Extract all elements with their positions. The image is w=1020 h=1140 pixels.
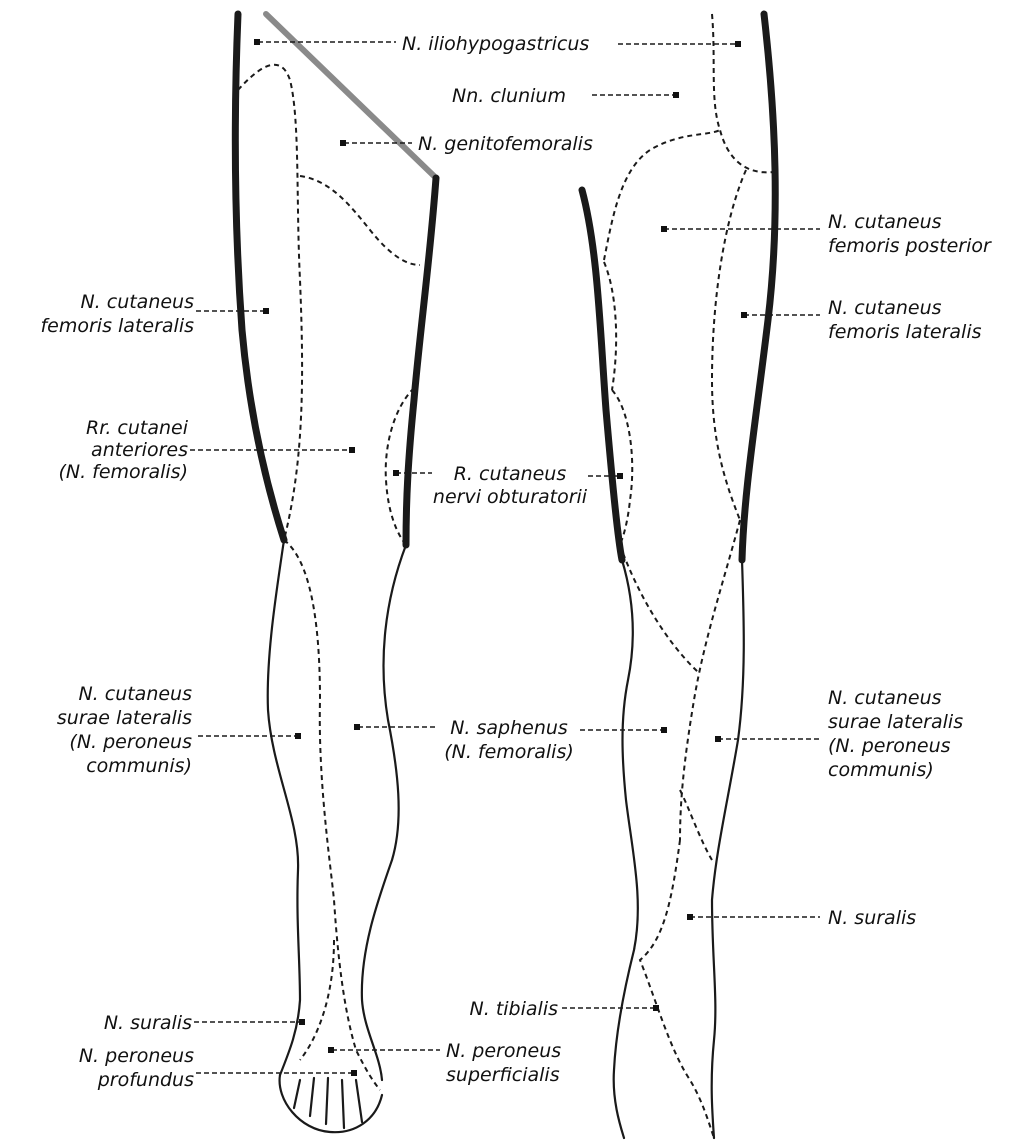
label-suralis-right: N. suralis [828, 907, 916, 929]
marker-suralis-right [687, 914, 693, 920]
label-obt-line1: R. cutaneus [454, 463, 567, 485]
marker-per-prof [351, 1070, 357, 1076]
marker-fem-lat-right [741, 312, 747, 318]
label-saph-line1: N. saphenus [450, 717, 568, 739]
label-surae-left-line1: N. cutaneus [78, 683, 192, 705]
label-fem-lat-right-line2: femoris lateralis [828, 321, 982, 343]
marker-surae-right [715, 736, 721, 742]
label-per-sup-line2: superficialis [446, 1064, 560, 1086]
label-rr-ant-line3: (N. femoralis) [58, 461, 188, 483]
anterior-border-genitofemoral [300, 176, 420, 265]
anterior-leg-lateral-outline [235, 14, 284, 540]
anterior-leg-medial-outline [406, 178, 436, 545]
posterior-leg-lateral-outline [742, 14, 775, 560]
posterior-border-calf-lateral [680, 520, 740, 840]
anterior-leg-lateral-calf-outline [268, 540, 300, 1075]
label-surae-right-line2: surae lateralis [828, 711, 963, 733]
posterior-border-sural [680, 790, 712, 860]
marker-tibialis [653, 1005, 659, 1011]
label-surae-right-line3: (N. peroneus [828, 735, 951, 757]
anterior-leg-medial-calf-outline [362, 545, 406, 1080]
marker-obt-left [393, 470, 399, 476]
label-tibialis: N. tibialis [470, 998, 559, 1020]
label-surae-right-line1: N. cutaneus [828, 687, 942, 709]
label-iliohypogastricus: N. iliohypogastricus [402, 33, 589, 55]
marker-fem-post [661, 226, 667, 232]
label-surae-left-line2: surae lateralis [57, 707, 192, 729]
marker-saph-right [661, 727, 667, 733]
marker-genitofemoralis [340, 140, 346, 146]
anterior-border-lateral [238, 65, 302, 540]
label-per-prof-line1: N. peroneus [79, 1045, 194, 1067]
label-surae-right-line4: communis) [828, 759, 934, 781]
label-rr-ant-line2: anteriores [91, 439, 188, 461]
label-fem-post-line1: N. cutaneus [828, 211, 942, 233]
leaders [190, 39, 820, 1076]
marker-iliohypogastricus-left [254, 39, 260, 45]
label-obt-line2: nervi obturatorii [433, 486, 588, 508]
label-fem-lat-left-line2: femoris lateralis [40, 315, 194, 337]
posterior-border-clunium [604, 130, 720, 260]
posterior-leg [582, 14, 775, 1138]
posterior-leg-lateral-calf-outline [712, 560, 744, 1138]
posterior-border-lateral-thigh [712, 170, 746, 520]
label-fem-lat-left-line1: N. cutaneus [80, 291, 194, 313]
label-clunium: Nn. clunium [452, 85, 566, 107]
posterior-border-heel [640, 840, 714, 1138]
marker-fem-lat-left [263, 308, 269, 314]
marker-per-sup [328, 1047, 334, 1053]
label-suralis-left: N. suralis [104, 1012, 192, 1034]
posterior-leg-medial-calf-outline [614, 560, 638, 1138]
anterior-border-foot [300, 940, 334, 1060]
anterior-leg [235, 14, 436, 1132]
label-surae-left-line4: communis) [86, 755, 192, 777]
marker-clunium [673, 92, 679, 98]
marker-suralis-left [299, 1019, 305, 1025]
label-per-sup-line1: N. peroneus [446, 1040, 561, 1062]
label-fem-lat-right-line1: N. cutaneus [828, 297, 942, 319]
marker-surae-left [295, 733, 301, 739]
labels: N. iliohypogastricus Nn. clunium N. geni… [40, 33, 991, 1091]
label-per-prof-line2: profundus [97, 1069, 194, 1091]
label-surae-left-line3: (N. peroneus [69, 731, 192, 753]
label-genitofemoralis: N. genitofemoralis [418, 133, 593, 155]
label-fem-post-line2: femoris posterior [828, 235, 992, 257]
marker-iliohypogastricus-right [735, 41, 741, 47]
toe-lines [294, 1078, 362, 1128]
posterior-leg-medial-outline [582, 190, 622, 560]
label-rr-ant-line1: Rr. cutanei [86, 417, 189, 439]
marker-saph-left [354, 724, 360, 730]
marker-rr-ant [349, 447, 355, 453]
label-saph-line2: (N. femoralis) [444, 741, 574, 763]
marker-obt-right [617, 473, 623, 479]
